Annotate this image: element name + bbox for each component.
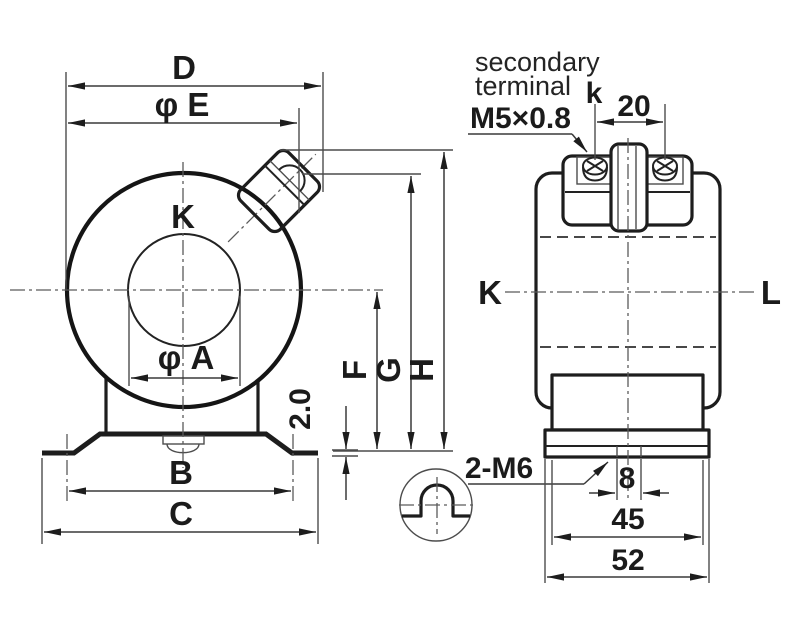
dimension-phi-a: φ A bbox=[128, 296, 241, 386]
thread-spec-leader bbox=[468, 133, 588, 153]
terminal-screw-dome bbox=[278, 164, 306, 192]
dimension-45: 45 bbox=[551, 460, 704, 545]
dimension-phi-e: φ E bbox=[68, 86, 300, 213]
dim-label-b: B bbox=[169, 454, 193, 491]
slot-leader bbox=[468, 461, 609, 485]
dim-label-c: C bbox=[169, 495, 193, 532]
slot-spec-label: 2-M6 bbox=[465, 452, 533, 485]
dim-label-h: H bbox=[403, 358, 440, 382]
dim-label-f: F bbox=[336, 360, 373, 380]
base-plate bbox=[543, 428, 711, 459]
dimension-h: H bbox=[280, 149, 453, 449]
terminal-cap-line bbox=[264, 164, 306, 206]
side-face-label-l: L bbox=[761, 274, 781, 311]
note-secondary-line1: secondary bbox=[475, 47, 600, 77]
front-view: K D φ E φ A B bbox=[10, 49, 453, 544]
terminal-centerline bbox=[227, 153, 317, 243]
dim-label-8: 8 bbox=[619, 462, 636, 495]
terminal-k-label: k bbox=[586, 77, 603, 110]
dimension-52: 52 bbox=[544, 459, 710, 583]
side-face-label-k: K bbox=[478, 274, 502, 311]
thread-spec-label: M5×0.8 bbox=[470, 102, 571, 135]
dimension-f: F bbox=[336, 292, 381, 449]
dimension-d: D bbox=[65, 49, 324, 290]
side-view: K L secondary terminal M5×0.8 k 20 2-M6 bbox=[399, 47, 781, 583]
dimension-thickness: 2.0 bbox=[284, 388, 358, 500]
dimension-8: 8 bbox=[589, 459, 669, 500]
dimension-g: G bbox=[302, 173, 421, 449]
front-face-label-k: K bbox=[171, 198, 195, 235]
dim-label-d: D bbox=[172, 49, 196, 86]
dim-label-45: 45 bbox=[611, 503, 644, 536]
terminal-screw-right bbox=[652, 156, 678, 182]
dim-label-phi-e: φ E bbox=[155, 86, 210, 123]
note-secondary-line2: terminal bbox=[475, 71, 571, 101]
terminal-screw-left bbox=[582, 156, 608, 182]
dim-label-phi-a: φ A bbox=[158, 339, 215, 376]
terminal-center-tab bbox=[609, 142, 649, 233]
dimension-b: B bbox=[66, 434, 294, 504]
dim-label-52: 52 bbox=[611, 544, 644, 577]
dim-label-thickness-2-0: 2.0 bbox=[284, 388, 317, 430]
terminal-cap-line2 bbox=[269, 160, 310, 201]
dimension-20: 20 bbox=[594, 90, 666, 160]
slot-profile bbox=[402, 483, 470, 518]
slot-detail-view bbox=[399, 468, 473, 542]
dim-label-20: 20 bbox=[617, 90, 650, 123]
dim-label-g: G bbox=[370, 357, 407, 383]
dimension-c: C bbox=[41, 458, 319, 544]
